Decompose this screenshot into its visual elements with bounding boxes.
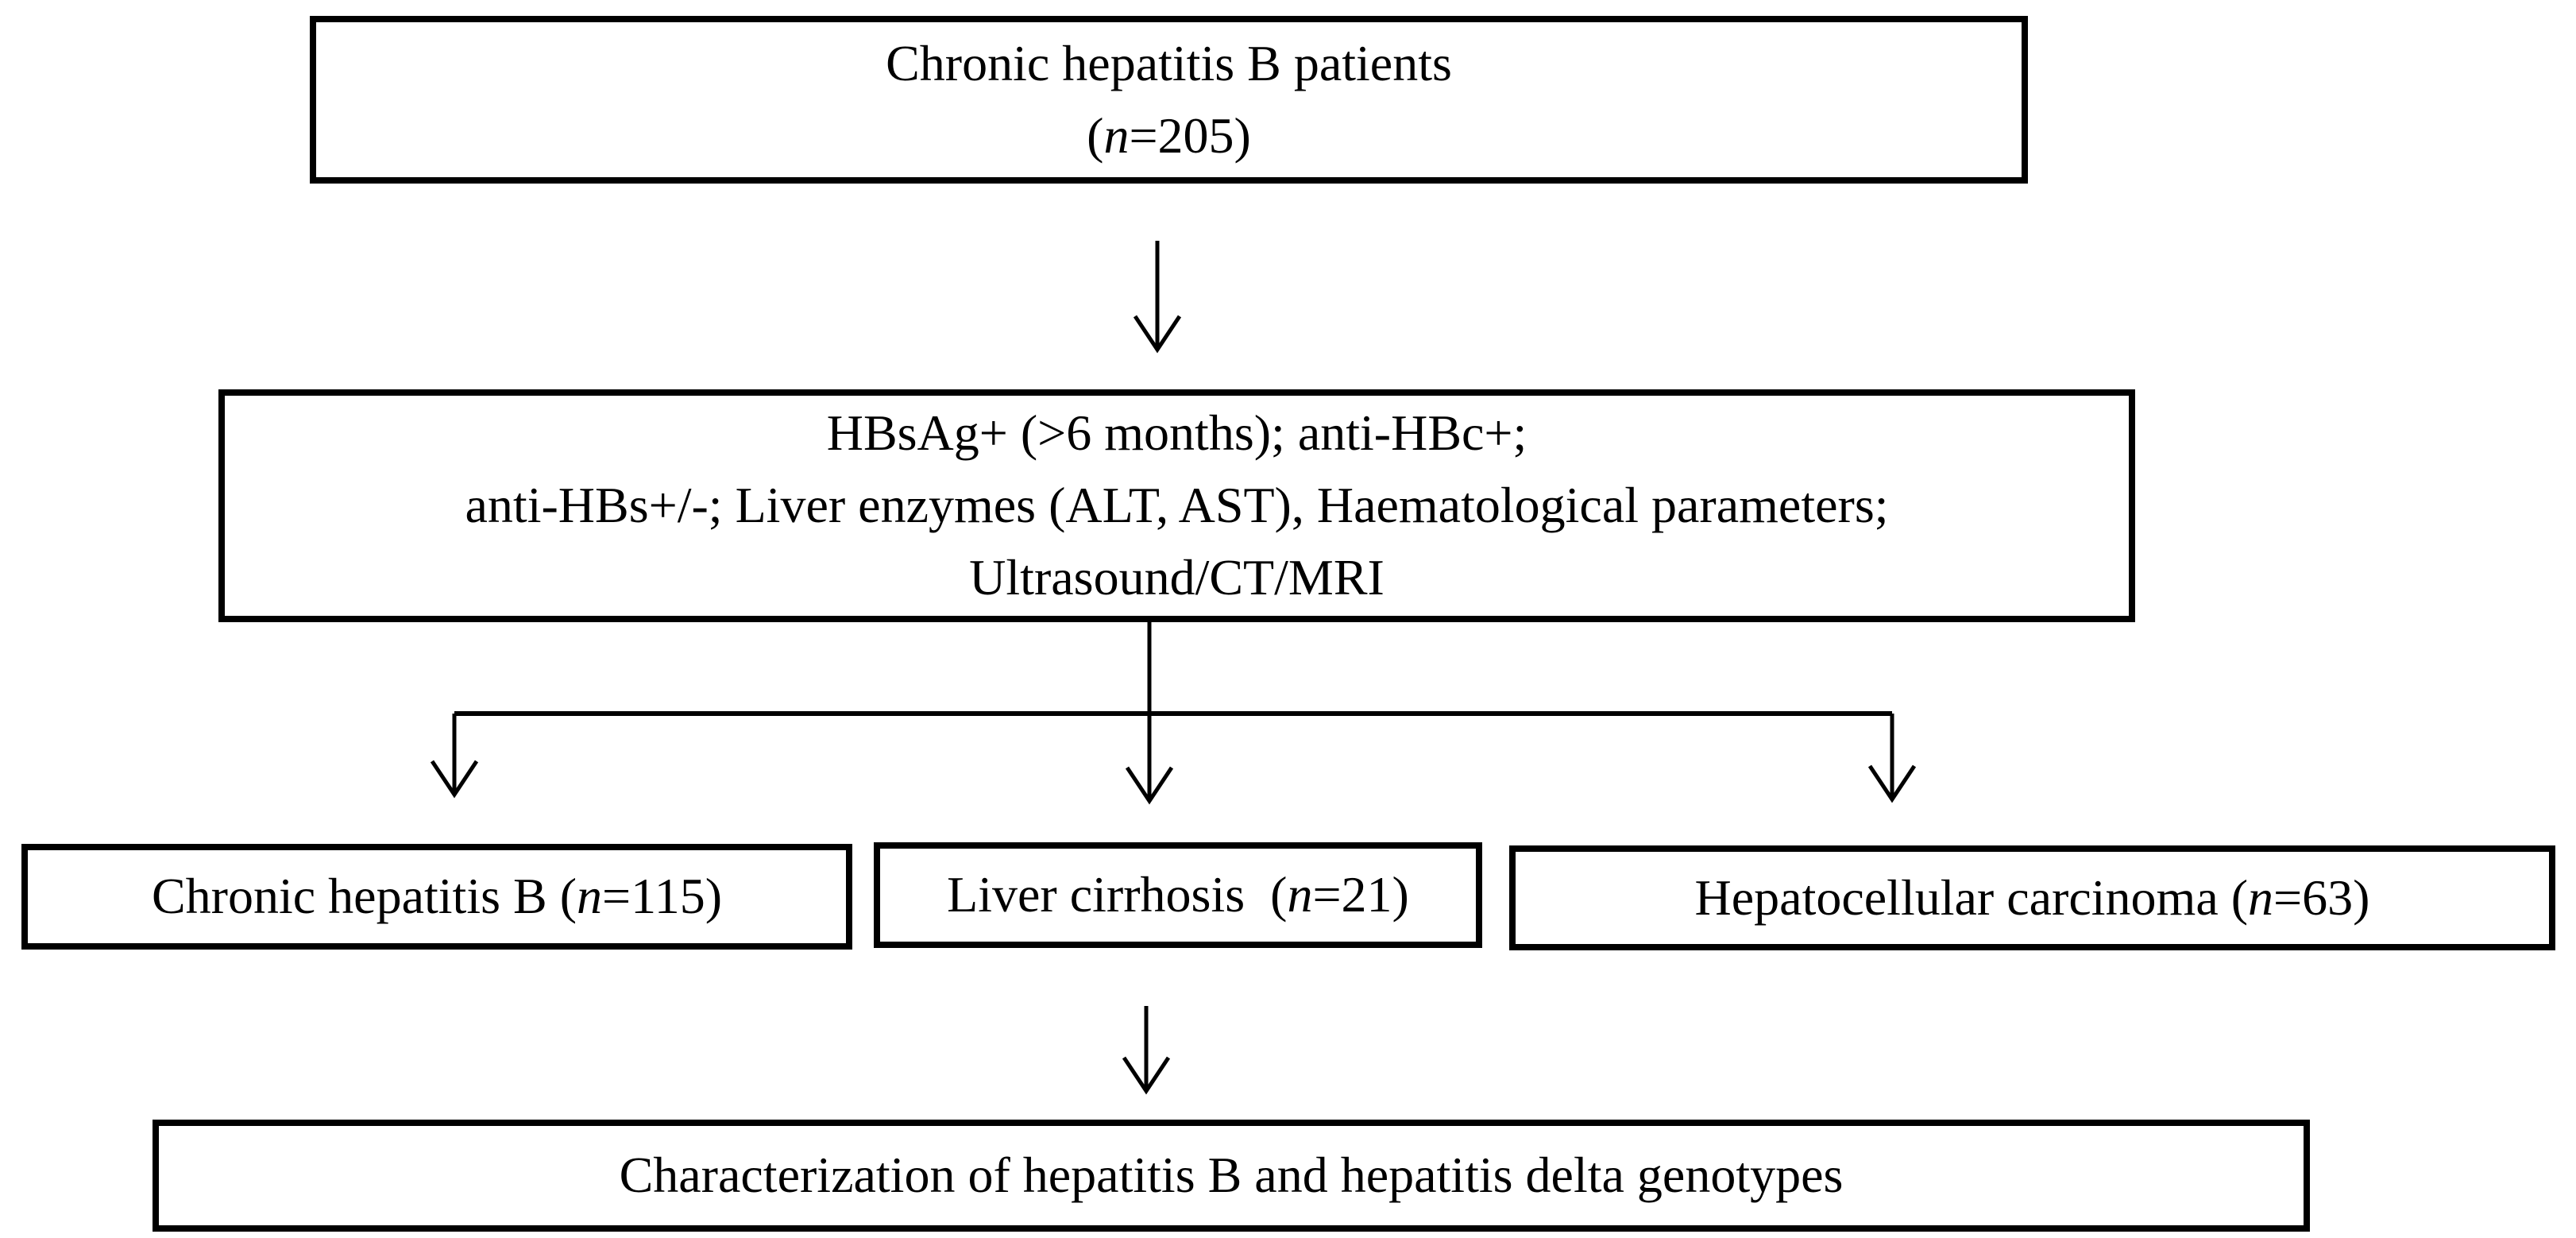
- box-chronic-hepatitis-b: Chronic hepatitis B (n=115): [21, 844, 852, 950]
- arrow-down-icon-top: [1133, 241, 1182, 354]
- criteria-line-2: anti-HBs+/-; Liver enzymes (ALT, AST), H…: [465, 477, 1889, 534]
- criteria-line-3: Ultrasound/CT/MRI: [969, 548, 1385, 605]
- criteria-line-1: HBsAg+ (>6 months); anti-HBc+;: [826, 404, 1527, 462]
- arrow-down-icon-outcome: [1122, 1006, 1171, 1095]
- arrowhead-icon: [1125, 766, 1174, 805]
- count-suffix: =205): [1129, 106, 1251, 164]
- label-suffix: =21): [1312, 866, 1409, 923]
- count-n: n: [577, 868, 602, 925]
- box-hepatocellular-carcinoma: Hepatocellular carcinoma (n=63): [1509, 845, 2555, 950]
- label-prefix: Hepatocellular carcinoma (: [1694, 869, 2249, 926]
- box-inclusion-criteria: HBsAg+ (>6 months); anti-HBc+; anti-HBs+…: [218, 389, 2135, 622]
- label-prefix: Chronic hepatitis B (: [151, 868, 577, 925]
- box-label: Liver cirrhosis (n=21): [947, 859, 1409, 931]
- box-liver-cirrhosis: Liver cirrhosis (n=21): [874, 842, 1482, 948]
- count-n: n: [1103, 106, 1130, 164]
- arrow-down-icon-right-branch: [1867, 714, 1917, 803]
- box-count: (n=205): [1087, 100, 1251, 172]
- arrowhead-icon: [1122, 1056, 1171, 1095]
- label-prefix: Liver cirrhosis (: [947, 866, 1288, 923]
- label-suffix: =63): [2273, 869, 2370, 926]
- box-chronic-hb-patients: Chronic hepatitis B patients (n=205): [310, 16, 2028, 184]
- label-suffix: =115): [602, 868, 723, 925]
- count-n: n: [2248, 869, 2274, 926]
- box-genotype-characterization: Characterization of hepatitis B and hepa…: [153, 1120, 2310, 1232]
- arrow-down-icon-middle-branch: [1125, 622, 1174, 805]
- box-title: Chronic hepatitis B patients: [886, 34, 1452, 91]
- arrowhead-icon: [430, 760, 479, 799]
- arrowhead-icon: [1133, 315, 1182, 354]
- count-prefix: (: [1087, 106, 1104, 164]
- box-label: Chronic hepatitis B (n=115): [152, 861, 722, 933]
- box-label: Characterization of hepatitis B and hepa…: [619, 1147, 1844, 1204]
- count-n: n: [1287, 866, 1313, 923]
- arrowhead-icon: [1867, 764, 1917, 803]
- arrow-down-icon-left-branch: [430, 714, 479, 799]
- box-label: Hepatocellular carcinoma (n=63): [1695, 862, 2370, 934]
